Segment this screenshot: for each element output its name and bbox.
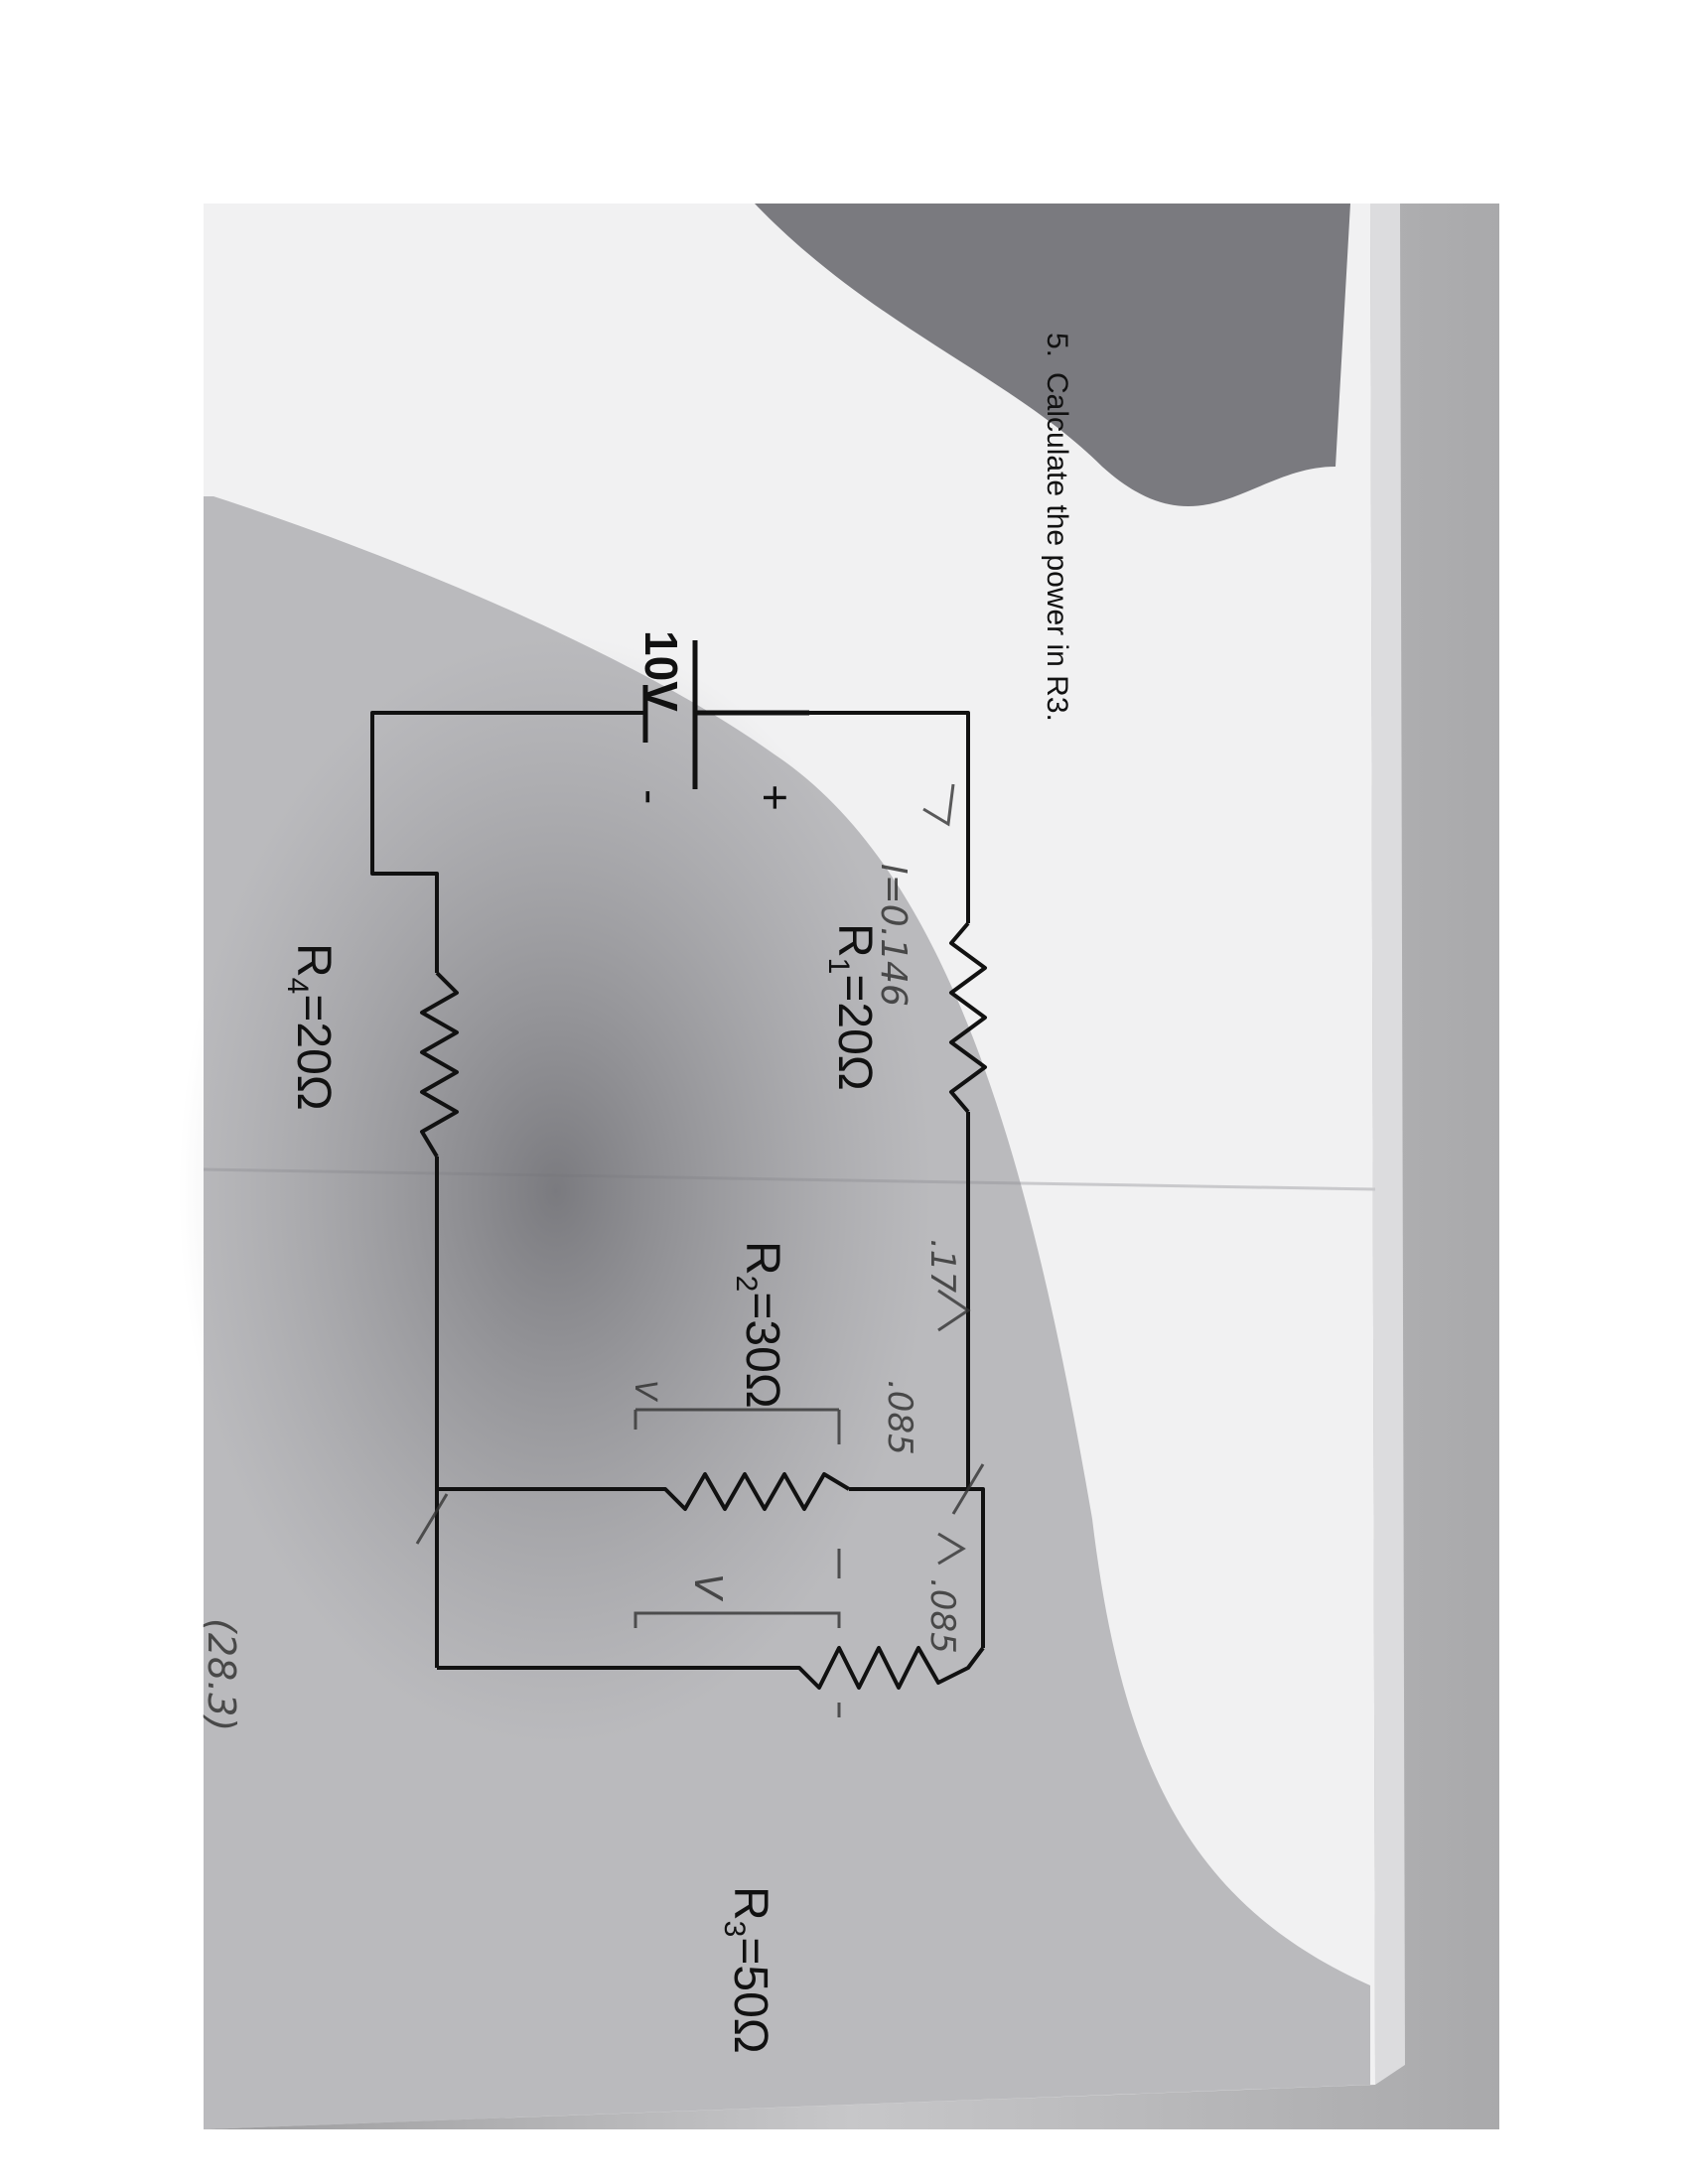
arrow-r1-right	[937, 1289, 971, 1332]
plus-sign: +	[750, 784, 801, 811]
arrow-top-left	[922, 783, 955, 827]
r2-zigzag	[645, 1472, 851, 1511]
r2-label: R2=30Ω	[730, 1241, 788, 1409]
arrow-r3-right	[937, 1532, 966, 1566]
handwritten-r2-current: .085	[880, 1380, 919, 1455]
wire-battery-r1	[809, 711, 970, 923]
r3-zigzag	[784, 1646, 985, 1690]
second-page-edge	[1370, 204, 1405, 2085]
node-tick-top	[951, 1463, 985, 1515]
pencil-marks	[415, 783, 985, 1717]
circuit-wires	[370, 711, 987, 1690]
r4-label: R4=20Ω	[281, 943, 340, 1111]
r1-label: R1=20Ω	[822, 923, 881, 1091]
handwritten-v-label-1: V	[628, 1380, 662, 1403]
handwritten-total-current: I=0.146	[873, 864, 914, 1007]
r1-zigzag	[949, 921, 987, 1114]
r3-label: R3=50Ω	[718, 1886, 776, 2054]
handwritten-branch-current: .17	[922, 1239, 962, 1293]
wire-r4-battery	[370, 711, 645, 973]
r2-bracket-left	[633, 1408, 841, 1444]
wire-node-r3	[968, 1487, 985, 1648]
handwritten-bottom-note: (28.3)	[200, 1618, 243, 1731]
question-text: Calculate the power in R3.	[1041, 372, 1073, 722]
handwritten-v-label-2: V	[686, 1573, 730, 1602]
node-tick-bottom	[415, 1493, 449, 1545]
r3-bracket	[633, 1611, 841, 1628]
r4-zigzag	[420, 971, 459, 1159]
hand-shadow	[755, 204, 1350, 506]
minus-sign: -	[626, 789, 677, 804]
question-number: 5.	[1041, 333, 1073, 357]
source-voltage-label: 10V	[635, 630, 687, 712]
shadow-core	[179, 635, 933, 1747]
handwritten-r3-current: .085	[922, 1578, 962, 1654]
